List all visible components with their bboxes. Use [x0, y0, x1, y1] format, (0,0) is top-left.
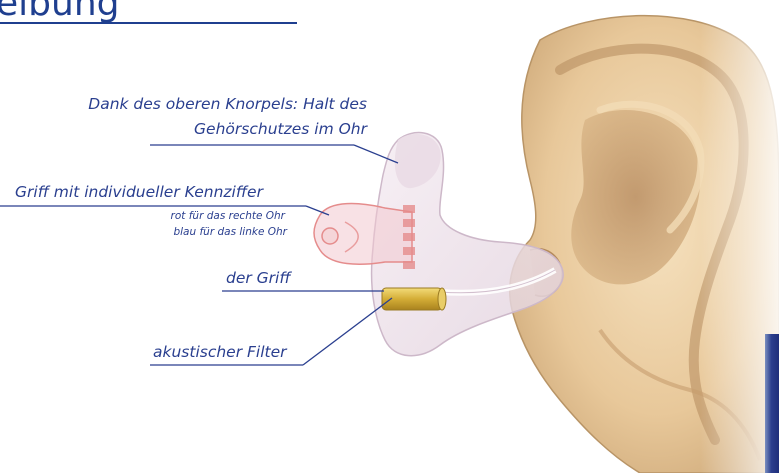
label-handle: der Griff: [226, 269, 291, 287]
label-acoustic-filter: akustischer Filter: [153, 343, 287, 361]
title-rule: [0, 22, 297, 24]
label-handle-code-blue: blau für das linke Ohr: [173, 226, 287, 238]
label-upper-cartilage-line1: Dank des oberen Knorpels: Halt des: [88, 95, 367, 113]
side-color-bar: [765, 334, 779, 473]
handle-hole: [322, 228, 338, 244]
page-title: eibung: [0, 0, 120, 22]
label-upper-cartilage-line2: Gehörschutzes im Ohr: [194, 120, 367, 138]
label-handle-code-red: rot für das rechte Ohr: [171, 210, 285, 222]
label-handle-code: Griff mit individueller Kennziffer: [15, 183, 263, 201]
